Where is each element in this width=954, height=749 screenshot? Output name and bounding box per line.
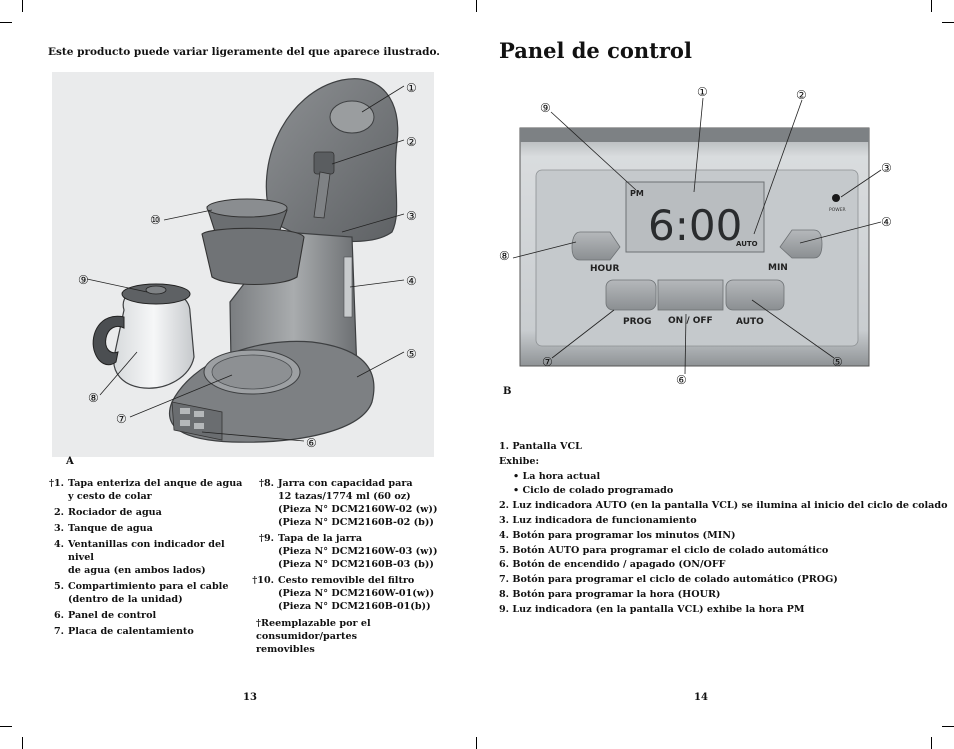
lid-cap [329, 100, 375, 134]
crop-mark [931, 737, 932, 749]
figure-label-a: A [66, 456, 74, 467]
crop-mark [22, 0, 23, 12]
panel-callout-5: ⑤ [832, 355, 843, 369]
filter-basket-rim [206, 198, 288, 218]
panel-callout-2: ② [796, 88, 807, 102]
list-item: 5.Compartimiento para el cable(dentro de… [53, 581, 229, 605]
callout-1: ① [406, 81, 417, 95]
panel-callout-6: ⑥ [676, 373, 687, 387]
page-title: Panel de control [499, 38, 692, 63]
panel-callout-3: ③ [881, 161, 892, 175]
crop-mark [22, 737, 23, 749]
power-led [832, 194, 840, 202]
control-panel-description: 1. Pantalla VCL Exhibe: • La hora actual… [499, 440, 948, 618]
crop-mark [0, 22, 12, 23]
panel-callout-9: ⑨ [540, 101, 551, 115]
crop-mark [931, 0, 932, 12]
figure-label-b: B [503, 386, 512, 397]
callout-6: ⑥ [306, 436, 317, 450]
crop-mark [476, 737, 477, 749]
min-button[interactable] [779, 229, 823, 259]
base-button [180, 408, 190, 414]
list-item: 2.Rociador de agua [53, 507, 162, 518]
desc-item: 5. Botón AUTO para programar el ciclo de… [499, 544, 829, 556]
prog-button-label: PROG [623, 317, 652, 327]
desc-item: 8. Botón para programar la hora (HOUR) [499, 588, 721, 600]
onoff-button-label: ON / OFF [668, 316, 713, 326]
list-item: 3.Tanque de agua [53, 523, 153, 534]
lid-hinge-arm [313, 171, 331, 219]
callout-3: ③ [406, 209, 417, 223]
warming-plate-inner [211, 354, 293, 390]
panel-callout-8: ⑧ [499, 249, 510, 263]
base-button [180, 420, 190, 426]
list-item: 6.Panel de control [53, 610, 157, 621]
shower-head [313, 151, 335, 175]
desc-item: 7. Botón para programar el ciclo de cola… [499, 574, 838, 586]
desc-item: 2. Luz indicadora AUTO (en la pantalla V… [499, 500, 948, 512]
pm-indicator: PM [630, 189, 644, 198]
panel-callout-7: ⑦ [542, 355, 553, 369]
callout-7: ⑦ [116, 412, 127, 426]
disclaimer-note: Este producto puede variar ligeramente d… [48, 46, 440, 58]
coffee-maker-illustration: ① ② ③ ④ ⑤ ⑥ ⑦ ⑧ ⑨ ⑩ [52, 72, 434, 457]
list-item: †10.Cesto removible del filtro(Pieza N° … [252, 575, 435, 612]
callout-8: ⑧ [88, 391, 99, 405]
page-number-right: 14 [694, 692, 708, 703]
desc-bullet: • Ciclo de colado programado [513, 485, 674, 497]
control-panel-diagram: PM 6:00 AUTO POWER HOUR MIN PROG ON / OF… [499, 85, 892, 387]
list-item: †9.Tapa de la jarra(Pieza N° DCM2160W-03… [258, 533, 438, 570]
carafe-handle [92, 315, 125, 366]
list-item: 7.Placa de calentamiento [53, 626, 194, 637]
desc-bullet: • La hora actual [513, 470, 601, 482]
desc-item: 6. Botón de encendido / apagado (ON/OFF [499, 559, 726, 571]
min-button-label: MIN [768, 263, 788, 273]
callout-4: ④ [406, 274, 417, 288]
crop-mark [942, 22, 954, 23]
auto-button-label: AUTO [736, 317, 764, 327]
crop-mark [942, 726, 954, 727]
callout-5: ⑤ [406, 347, 417, 361]
base-button [194, 411, 204, 417]
auto-button[interactable] [725, 279, 785, 311]
base-button [194, 423, 204, 429]
page-number-left: 13 [243, 692, 257, 703]
hour-button[interactable] [571, 231, 621, 261]
callout-9: ⑨ [78, 273, 89, 287]
power-label: POWER [829, 207, 846, 213]
panel-callout-1: ① [697, 85, 708, 99]
lcd-display [625, 181, 765, 253]
hour-button-label: HOUR [590, 264, 619, 274]
panel-top-strip [520, 128, 869, 142]
basket-holder [201, 227, 305, 286]
crop-mark [0, 726, 12, 727]
auto-indicator: AUTO [736, 240, 758, 248]
desc-item-1: 1. Pantalla VCL [499, 441, 582, 452]
crop-mark [476, 0, 477, 12]
callout-10: ⑩ [150, 213, 161, 227]
desc-item: 3. Luz indicadora de funcionamiento [499, 514, 697, 526]
carafe-lid-knob [145, 285, 167, 295]
desc-item: 4. Botón para programar los minutos (MIN… [499, 529, 736, 541]
prog-button[interactable] [605, 279, 657, 311]
desc-shows: Exhibe: [499, 455, 540, 467]
callout-2: ② [406, 135, 417, 149]
lcd-time: 6:00 [648, 201, 742, 250]
desc-item: 9. Luz indicadora (en la pantalla VCL) e… [499, 603, 805, 615]
onoff-button[interactable] [657, 279, 724, 311]
panel-callout-4: ④ [881, 215, 892, 229]
